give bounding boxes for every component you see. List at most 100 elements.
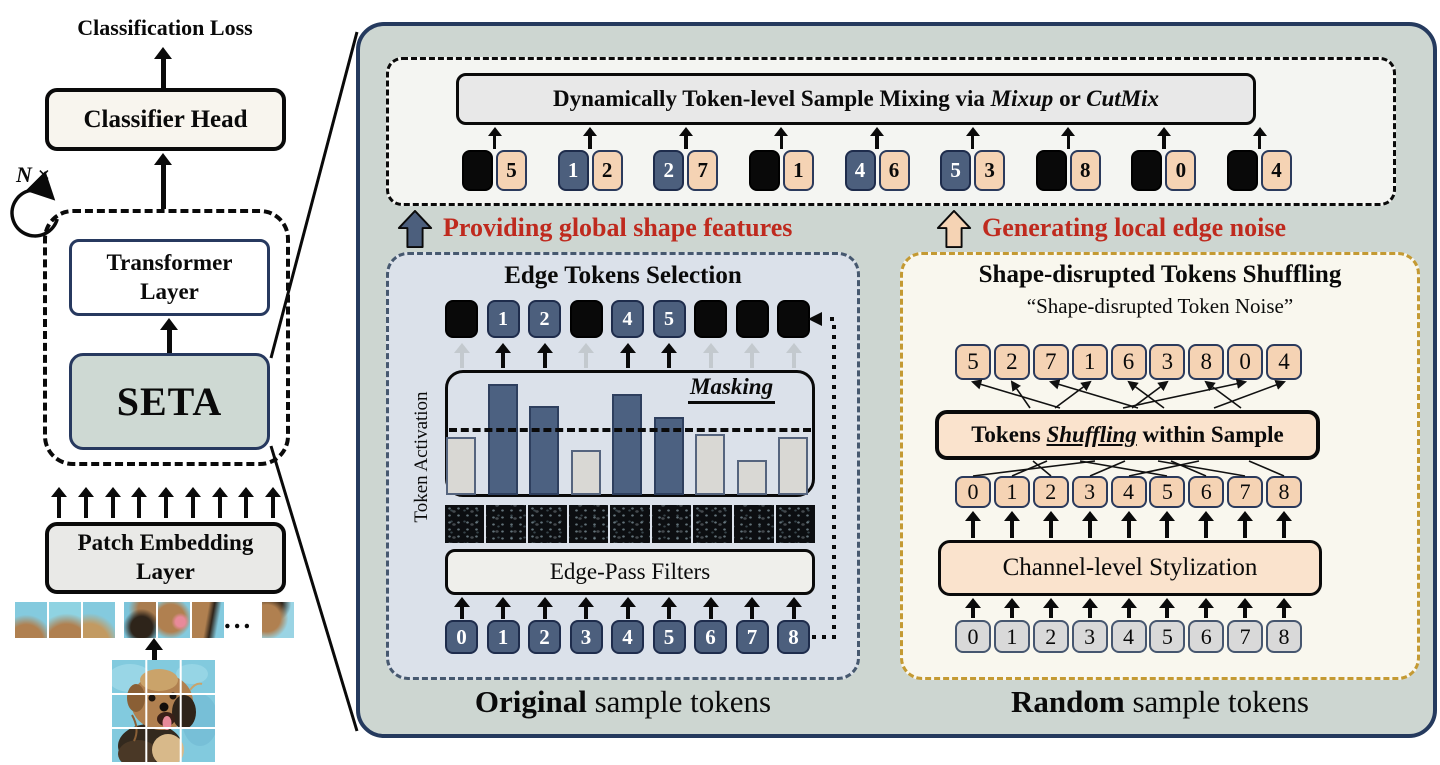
edge-input-arrows	[445, 597, 810, 619]
arrow-to-transformer	[160, 318, 178, 353]
up-arrow	[994, 598, 1030, 618]
selection-arrows	[445, 343, 810, 368]
edge-map-patch	[692, 505, 733, 543]
token: 1	[993, 620, 1030, 653]
token: 7	[687, 150, 719, 191]
token	[1227, 150, 1258, 191]
up-arrow	[1036, 127, 1101, 149]
token: 7	[1227, 620, 1264, 653]
up-arrow	[1188, 511, 1224, 538]
up-arrow	[845, 127, 910, 149]
up-arrow	[1033, 598, 1069, 618]
activation-bar	[695, 434, 725, 495]
token: 4	[611, 620, 644, 654]
up-arrow	[994, 511, 1030, 538]
patch-embedding-label: Patch Embedding Layer	[77, 530, 254, 584]
token: 3	[1149, 344, 1186, 380]
token: 4	[844, 150, 876, 191]
edge-map-patch	[486, 505, 526, 543]
token: 3	[974, 150, 1006, 191]
token-pair: 8	[1035, 150, 1101, 192]
token: 4	[1261, 150, 1292, 191]
token: 4	[1110, 476, 1147, 508]
up-arrow	[445, 597, 478, 619]
image-patch	[158, 602, 190, 638]
token: 7	[735, 620, 769, 654]
up-arrow	[1227, 127, 1292, 149]
token: 5	[955, 344, 991, 380]
up-arrow	[1149, 598, 1185, 618]
seta-box: SETA	[69, 353, 270, 450]
token: 1	[486, 300, 520, 338]
up-arrow	[1266, 598, 1302, 618]
mixing-title: Dynamically Token-level Sample Mixing vi…	[553, 86, 1159, 111]
token: 5	[496, 150, 527, 191]
token: 6	[1188, 620, 1225, 653]
patch-embed-output-arrows	[50, 487, 282, 518]
token-pair: 0	[1131, 150, 1197, 192]
token	[1131, 150, 1163, 191]
token: 7	[1227, 476, 1264, 508]
chart-y-axis-label: Token Activation	[411, 391, 432, 523]
up-arrow	[940, 127, 1005, 149]
up-arrow	[570, 597, 603, 619]
up-arrow	[653, 597, 686, 619]
up-arrow	[611, 597, 644, 619]
token: 5	[940, 150, 972, 191]
edge-pass-filters-box: Edge-Pass Filters	[445, 549, 815, 595]
edge-map-patch	[445, 505, 485, 543]
up-arrow	[653, 127, 718, 149]
image-patch	[83, 602, 115, 638]
up-arrow	[749, 127, 814, 149]
edge-panel-title: Edge Tokens Selection	[504, 262, 742, 289]
up-arrow	[157, 487, 175, 518]
token: 1	[782, 150, 814, 191]
up-arrow	[736, 343, 769, 368]
edge-map-strip	[445, 505, 815, 543]
arrow-to-classifier	[154, 153, 172, 209]
up-arrow	[1149, 511, 1185, 538]
image-patch	[124, 602, 156, 638]
transformer-layer-box: Transformer Layer	[69, 239, 270, 316]
token: 6	[878, 150, 910, 191]
token: 6	[694, 620, 727, 654]
token: 5	[652, 300, 686, 338]
activation-bar	[529, 406, 559, 495]
up-arrow	[528, 343, 561, 368]
image-patch	[49, 602, 81, 638]
token-pair: 1	[748, 150, 814, 192]
mixup-label: Mixup	[990, 86, 1054, 111]
up-arrow	[1111, 511, 1147, 538]
local-edge-label: Generating local edge noise	[982, 213, 1287, 242]
repeat-n-times-label: N ×	[16, 162, 50, 187]
token	[462, 150, 493, 191]
token: 5	[1149, 476, 1186, 508]
token: 4	[611, 300, 644, 338]
image-patch	[262, 602, 294, 638]
up-arrow	[736, 597, 769, 619]
up-arrow	[694, 343, 727, 368]
random-input-arrows	[955, 598, 1302, 618]
local-edge-block-arrow	[936, 210, 972, 248]
token: 8	[1266, 476, 1302, 508]
arrow-to-loss	[154, 47, 172, 88]
edge-map-patch	[775, 505, 815, 543]
edge-map-patch	[568, 505, 609, 543]
token	[694, 300, 727, 338]
edge-map-patch	[651, 505, 691, 543]
activation-bar	[737, 460, 767, 495]
up-arrow	[211, 487, 229, 518]
shuffling-panel-title: Shape-disrupted Tokens Shuffling	[978, 261, 1342, 288]
token: 6	[1110, 344, 1147, 380]
token: 0	[445, 620, 478, 654]
cutmix-label: CutMix	[1086, 86, 1159, 111]
arrow-image-to-patches	[145, 638, 163, 660]
up-arrow	[264, 487, 282, 518]
